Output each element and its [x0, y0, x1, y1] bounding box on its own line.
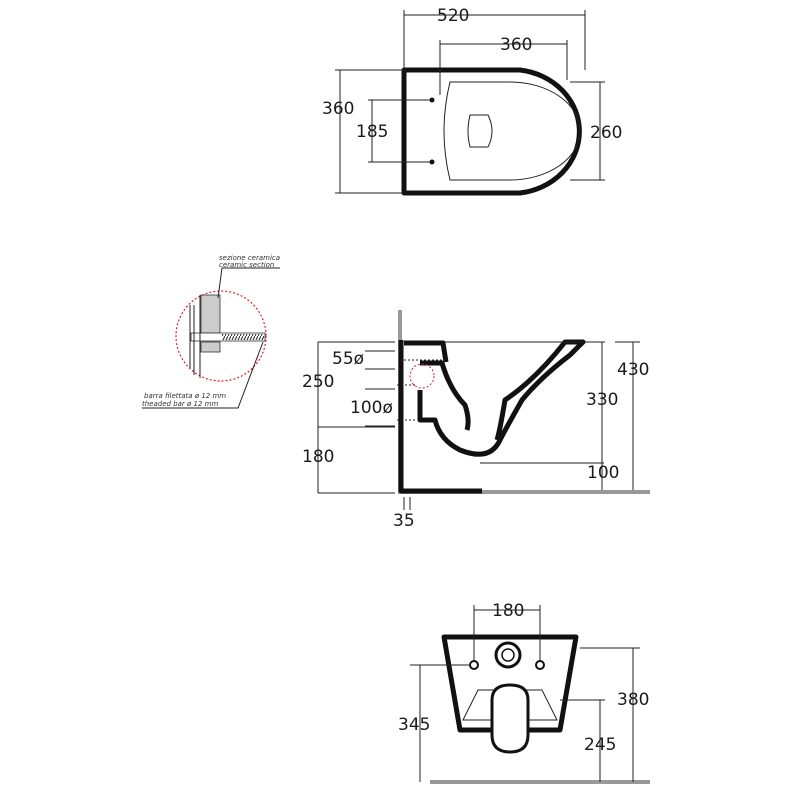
- front-outline: [441, 634, 579, 733]
- top-outline: [401, 67, 582, 196]
- dim-bowl: 330: [586, 390, 618, 410]
- dim-fixing-spacing: 180: [492, 601, 524, 621]
- fixing-hole: [469, 660, 479, 670]
- detail-circle: [175, 290, 267, 382]
- fixing-hole: [535, 660, 545, 670]
- dim-wall-gap: 35: [393, 511, 415, 531]
- floor: [430, 780, 650, 784]
- siphon-inner: [420, 360, 471, 431]
- floor: [398, 490, 650, 494]
- dim-inlet: 55ø: [332, 349, 364, 369]
- dim-fixing: 185: [356, 122, 388, 142]
- top-bowl: [443, 81, 581, 181]
- dim-lines: [317, 341, 640, 510]
- note-ceramic-it: sezione ceramica: [219, 254, 280, 262]
- top-hole: [467, 114, 493, 148]
- dim-lines: [410, 605, 640, 782]
- dim-width: 520: [437, 6, 469, 26]
- fixing-detail: sezione ceramica ceramic section barra f…: [142, 254, 280, 409]
- front-view: 180 345 380 245: [398, 601, 650, 784]
- dim-upper: 250: [302, 372, 334, 392]
- rim-top: [404, 340, 449, 363]
- dim-outlet: 100ø: [350, 398, 393, 418]
- side-view: 250 55ø 100ø 180 330 430 100 35: [302, 310, 650, 531]
- dim-lines: [335, 10, 605, 194]
- dim-inner-depth: 260: [590, 123, 622, 143]
- bowl-profile: [417, 339, 586, 457]
- note-ceramic-en: ceramic section: [219, 261, 274, 269]
- dim-left-height: 345: [398, 715, 430, 735]
- front-bowl: [490, 683, 530, 754]
- inlet-hole: [494, 641, 522, 669]
- ceramic-section: [200, 341, 221, 353]
- dim-outlet: 245: [584, 735, 616, 755]
- detail-lines: [142, 267, 280, 409]
- threaded-bar-thread: [222, 334, 264, 340]
- detail-marker: [409, 363, 435, 389]
- dim-total-height: 380: [617, 690, 649, 710]
- fixing-hole: [429, 97, 435, 103]
- dim-depth: 360: [322, 99, 354, 119]
- dim-rim: 430: [617, 360, 649, 380]
- dim-lower: 180: [302, 447, 334, 467]
- note-bar-it: barra filettata ø 12 mm: [144, 392, 226, 400]
- ceramic-section: [200, 294, 221, 334]
- fixing-hole: [429, 159, 435, 165]
- dim-inner-width: 360: [500, 35, 532, 55]
- note-bar-en: theaded bar ø 12 mm: [142, 400, 218, 408]
- wall-profile: [398, 340, 482, 494]
- dim-outlet-height: 100: [587, 463, 619, 483]
- top-view: 520 360 360 185 260: [322, 6, 622, 196]
